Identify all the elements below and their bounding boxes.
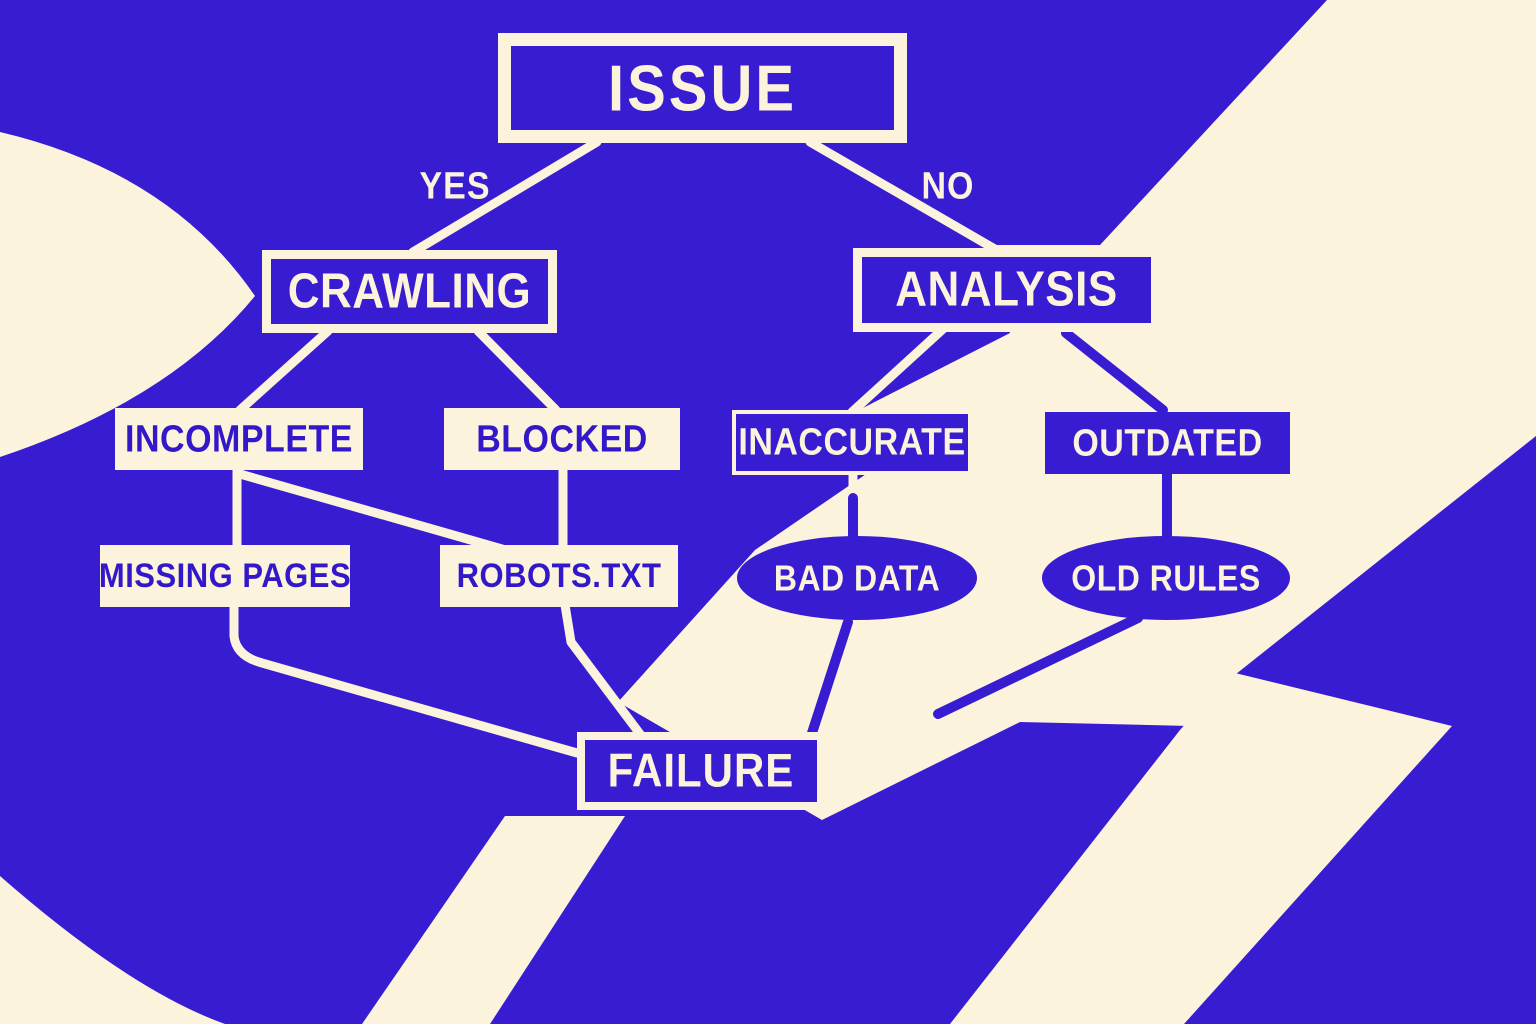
edge-crawling-blocked (473, 326, 561, 415)
edge-robotstxt-failure (560, 600, 645, 739)
node-crawling: CRAWLING (262, 250, 557, 333)
branch-label-no: NO (921, 164, 975, 207)
edge-crawling-incomplete (235, 326, 333, 415)
edge-oldrules-failure-blue-segment (933, 613, 1143, 719)
bottomright-stripe-shape (950, 672, 1452, 1024)
branch-label-yes: YES (419, 164, 491, 207)
node-missing-pages-label: MISSING PAGES (98, 555, 352, 596)
edge-issue-analysis (805, 137, 1005, 257)
node-bad-data: BAD DATA (737, 536, 977, 620)
node-incomplete: INCOMPLETE (115, 408, 363, 470)
bottomleft-wedge-shape (0, 876, 225, 1024)
node-blocked: BLOCKED (444, 408, 680, 470)
left-crescent-shape (0, 132, 255, 457)
node-incomplete-label: INCOMPLETE (125, 417, 353, 460)
node-analysis: ANALYSIS (853, 248, 1160, 332)
node-bad-data-label: BAD DATA (773, 557, 941, 598)
edge-oldrules-failure-cream-segment (823, 711, 945, 767)
edge-issue-crawling (408, 137, 602, 257)
edge-analysis-outdated (1061, 328, 1168, 415)
node-robots-txt-label: ROBOTS.TXT (456, 555, 662, 596)
node-issue: ISSUE (498, 33, 907, 143)
edge-incomplete-robotstxt (235, 469, 507, 554)
node-failure-label: FAILURE (607, 744, 795, 797)
node-issue-label: ISSUE (607, 51, 798, 125)
node-inaccurate-label: INACCURATE (738, 420, 966, 464)
node-old-rules: OLD RULES (1042, 536, 1290, 620)
node-outdated: OUTDATED (1045, 412, 1290, 474)
edge-missingpages-failure (229, 600, 582, 758)
node-robots-txt: ROBOTS.TXT (440, 545, 678, 607)
edge-baddata-failure (807, 617, 853, 738)
node-missing-pages: MISSING PAGES (98, 545, 352, 607)
node-analysis-label: ANALYSIS (895, 262, 1118, 317)
node-blocked-label: BLOCKED (476, 417, 648, 460)
bottomcenter-stripe-shape (362, 816, 625, 1024)
edge-analysis-inaccurate (847, 324, 948, 417)
node-failure: FAILURE (577, 732, 825, 810)
node-inaccurate: INACCURATE (732, 410, 972, 475)
node-old-rules-label: OLD RULES (1071, 557, 1261, 598)
node-crawling-label: CRAWLING (287, 263, 532, 319)
node-outdated-label: OUTDATED (1072, 421, 1263, 464)
